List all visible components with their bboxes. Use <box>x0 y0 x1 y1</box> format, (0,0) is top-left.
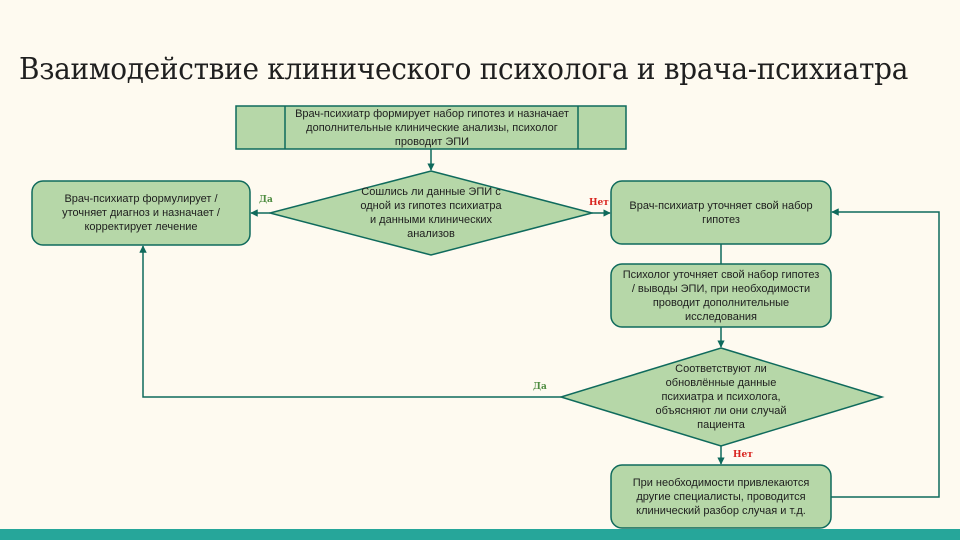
decision-1-yes-label: Да <box>259 195 273 205</box>
other-specialists-text: При необходимости привлекаются другие сп… <box>632 476 810 517</box>
diagnosis-box <box>31 180 251 246</box>
slide-title: Взаимодействие клинического психолога и … <box>19 52 909 87</box>
edge-loop-back <box>831 208 940 498</box>
psychologist-refines-text: Психолог уточняет свой набор гипотез / в… <box>622 268 820 323</box>
decision-1-diamond <box>267 170 595 256</box>
decision-2-text: Соответствуют ли обновлённые данные псих… <box>655 363 787 431</box>
diagnosis-text: Врач-психиатр формулирует / уточняет диа… <box>62 193 220 233</box>
decision-2-no-label: Нет <box>733 450 753 460</box>
refine-hypotheses-text: Врач-психиатр уточняет свой набор гипоте… <box>629 199 813 226</box>
decision-1-no-label: Нет <box>589 198 609 208</box>
edge-decision2-yes <box>139 245 561 398</box>
start-process-box <box>235 105 627 150</box>
footer-accent-bar <box>0 529 960 540</box>
start-process-text: Врач-психиатр формирует набор гипотез и … <box>295 107 569 148</box>
decision-1-text: Сошлись ли данные ЭПИ с одной из гипотез… <box>360 186 502 240</box>
decision-2-yes-label: Да <box>533 382 547 392</box>
